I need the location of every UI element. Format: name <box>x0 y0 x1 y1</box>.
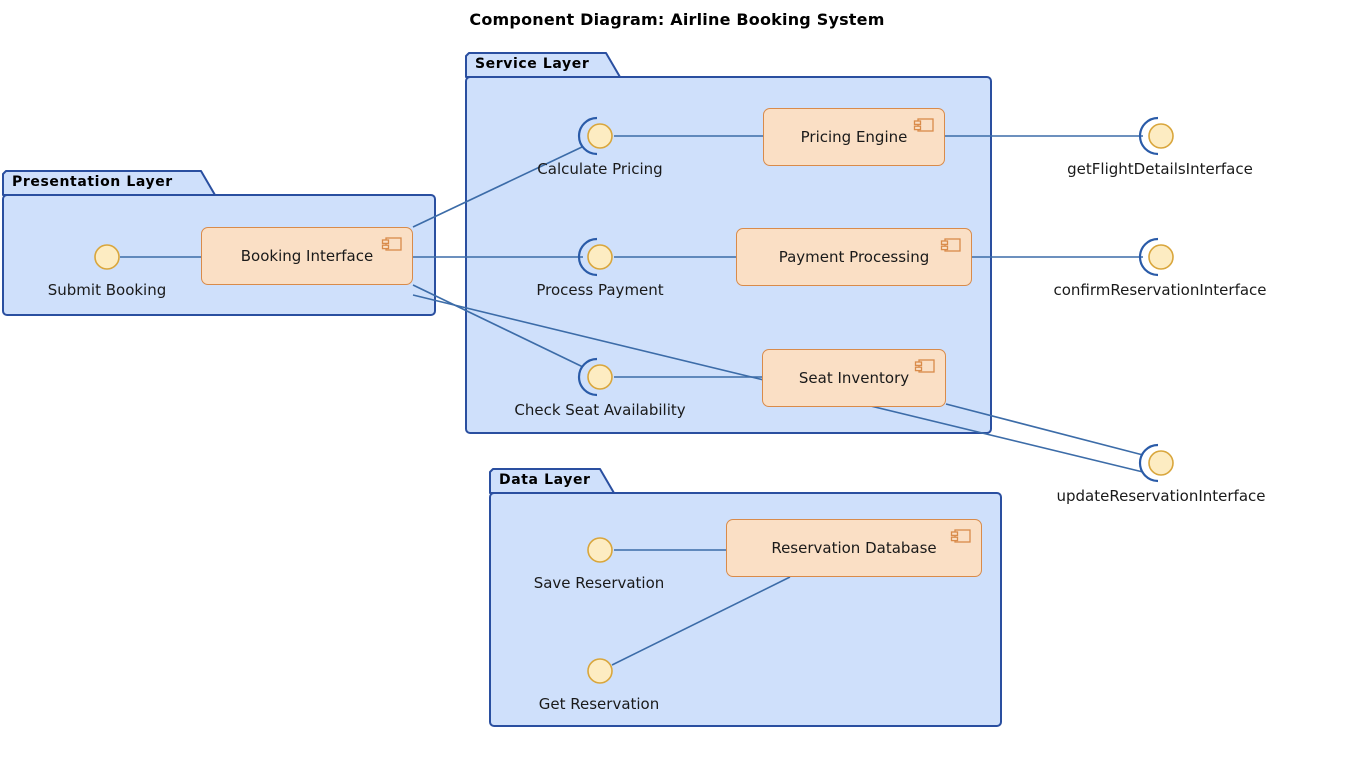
interface-process-payment[interactable] <box>577 237 613 277</box>
component-label-pricing-engine: Pricing Engine <box>800 128 908 146</box>
component-pricing-engine[interactable]: Pricing Engine <box>763 108 945 166</box>
package-label-data-layer: Data Layer <box>499 472 591 488</box>
uml-component-icon <box>381 237 402 251</box>
package-label-presentation-layer: Presentation Layer <box>12 174 173 190</box>
component-icon-tab-top <box>914 361 923 367</box>
socket-arc-update-reservation-interface <box>1138 443 1159 483</box>
package-data-layer[interactable] <box>489 468 1002 727</box>
component-reservation-database[interactable]: Reservation Database <box>726 519 982 577</box>
socket-arc-process-payment <box>577 237 598 277</box>
conn-seat-inventory-update[interactable] <box>945 403 1144 456</box>
package-service-layer[interactable] <box>465 52 992 434</box>
interface-label-calculate-pricing: Calculate Pricing <box>537 160 663 178</box>
page-title: Component Diagram: Airline Booking Syste… <box>469 10 885 29</box>
interface-submit-booking[interactable] <box>94 244 120 270</box>
interface-save-reservation[interactable] <box>587 537 613 563</box>
conn-booking-calculate-pricing[interactable] <box>412 146 583 228</box>
uml-component-icon <box>914 359 935 373</box>
interface-ball-check-seat-availability[interactable] <box>587 364 613 390</box>
package-label-service-layer: Service Layer <box>475 56 590 72</box>
component-icon-tab-top <box>913 120 922 126</box>
component-icon-tab-bottom <box>950 536 959 542</box>
interface-label-check-seat-availability: Check Seat Availability <box>514 401 686 419</box>
uml-component-icon <box>913 118 934 132</box>
conn-booking-check-seat[interactable] <box>412 284 584 368</box>
component-label-reservation-database: Reservation Database <box>771 539 937 557</box>
interface-ball-process-payment[interactable] <box>587 244 613 270</box>
interface-calculate-pricing[interactable] <box>577 116 613 156</box>
interface-ball-get-reservation[interactable] <box>587 658 613 684</box>
uml-component-icon <box>940 238 961 252</box>
interface-ball-get-flight-details-interface[interactable] <box>1148 123 1174 149</box>
interface-label-submit-booking: Submit Booking <box>47 281 167 299</box>
conn-get-reservation-db[interactable] <box>611 576 791 666</box>
interface-get-reservation[interactable] <box>587 658 613 684</box>
component-icon-tab-bottom <box>940 245 949 251</box>
uml-component-icon <box>950 529 971 543</box>
interface-label-confirm-reservation-interface: confirmReservationInterface <box>1053 281 1267 299</box>
component-icon-tab-bottom <box>913 125 922 131</box>
component-label-seat-inventory: Seat Inventory <box>798 369 910 387</box>
socket-arc-confirm-reservation-interface <box>1138 237 1159 277</box>
component-label-booking-interface: Booking Interface <box>240 247 374 265</box>
socket-arc-get-flight-details-interface <box>1138 116 1159 156</box>
component-icon-tab-bottom <box>381 244 390 250</box>
interface-update-reservation-interface[interactable] <box>1138 443 1174 483</box>
component-seat-inventory[interactable]: Seat Inventory <box>762 349 946 407</box>
interface-ball-confirm-reservation-interface[interactable] <box>1148 244 1174 270</box>
interface-ball-calculate-pricing[interactable] <box>587 123 613 149</box>
interface-label-get-reservation: Get Reservation <box>538 695 660 713</box>
interface-confirm-reservation-interface[interactable] <box>1138 237 1174 277</box>
interface-label-update-reservation-interface: updateReservationInterface <box>1056 487 1266 505</box>
interface-ball-submit-booking[interactable] <box>94 244 120 270</box>
interface-ball-update-reservation-interface[interactable] <box>1148 450 1174 476</box>
component-icon-tab-top <box>950 531 959 537</box>
interface-ball-save-reservation[interactable] <box>587 537 613 563</box>
interface-label-get-flight-details-interface: getFlightDetailsInterface <box>1067 160 1253 178</box>
interface-label-save-reservation: Save Reservation <box>533 574 665 592</box>
socket-arc-calculate-pricing <box>577 116 598 156</box>
interface-label-process-payment: Process Payment <box>536 281 664 299</box>
component-booking-interface[interactable]: Booking Interface <box>201 227 413 285</box>
interface-get-flight-details-interface[interactable] <box>1138 116 1174 156</box>
interface-check-seat-availability[interactable] <box>577 357 613 397</box>
component-label-payment-processing: Payment Processing <box>778 248 930 266</box>
component-icon-tab-bottom <box>914 366 923 372</box>
component-icon-tab-top <box>940 240 949 246</box>
package-body-service-layer <box>465 76 992 434</box>
socket-arc-check-seat-availability <box>577 357 598 397</box>
component-icon-tab-top <box>381 239 390 245</box>
component-payment-processing[interactable]: Payment Processing <box>736 228 972 286</box>
